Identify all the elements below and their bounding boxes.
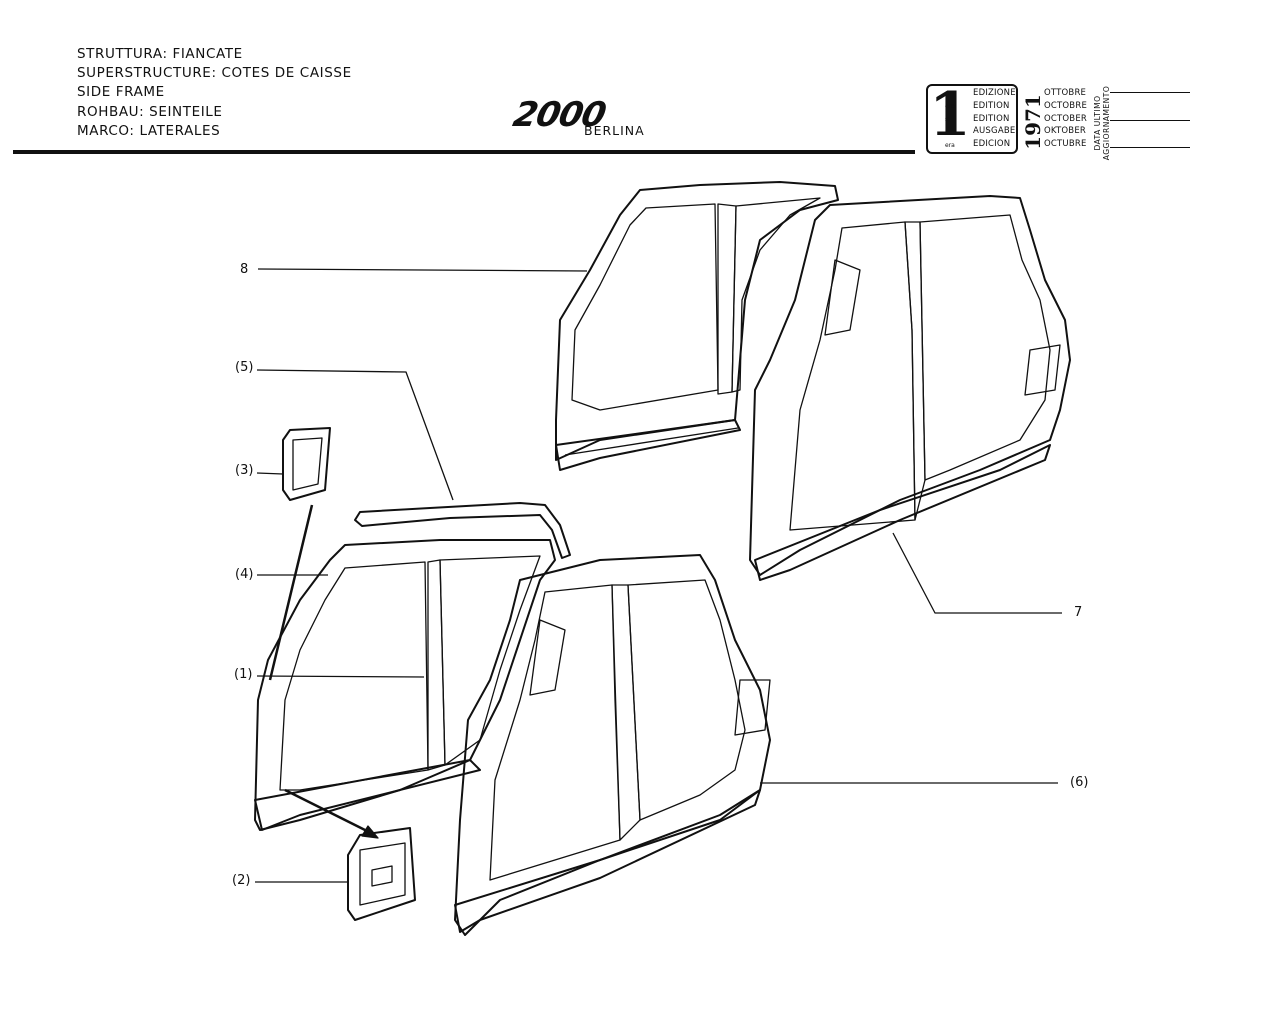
update-line bbox=[1110, 147, 1190, 148]
leader-line-3 bbox=[256, 472, 284, 475]
header-rule bbox=[13, 150, 915, 154]
edition-ordinal: era bbox=[945, 142, 955, 149]
edition-ordinal: . bbox=[945, 129, 947, 136]
leader-line-5 bbox=[256, 369, 454, 501]
leader-line-1 bbox=[256, 675, 425, 678]
model-subtitle: BERLINA bbox=[584, 123, 645, 138]
title-line-es: MARCO: LATERALES bbox=[77, 123, 221, 139]
callout-2: (2) bbox=[232, 873, 251, 888]
edition-month: OCTUBRE bbox=[1044, 139, 1087, 149]
edition-word: EDITION bbox=[973, 114, 1010, 124]
callout-3: (3) bbox=[235, 463, 254, 478]
edition-ordinal: ere bbox=[945, 103, 955, 110]
callout-8: 8 bbox=[240, 262, 249, 277]
edition-word: EDIZIONE bbox=[973, 88, 1016, 98]
edition-ordinal: st bbox=[945, 116, 951, 123]
edition-month: OCTOBRE bbox=[1044, 101, 1088, 111]
edition-word: EDITION bbox=[973, 101, 1010, 111]
title-line-de: ROHBAU: SEINTEILE bbox=[77, 104, 223, 120]
callout-4: (4) bbox=[235, 567, 254, 582]
title-line-fr: SUPERSTRUCTURE: COTES DE CAISSE bbox=[77, 65, 352, 81]
part-8-inner-side-frame bbox=[555, 181, 839, 471]
callout-6: (6) bbox=[1070, 775, 1089, 790]
callout-7: 7 bbox=[1074, 605, 1083, 620]
edition-word: EDICION bbox=[973, 139, 1011, 149]
edition-month: OTTOBRE bbox=[1044, 88, 1087, 98]
title-line-it: STRUTTURA: FIANCATE bbox=[77, 46, 243, 62]
part-7-outer-side-frame bbox=[749, 195, 1071, 581]
part-2-bracket bbox=[347, 827, 416, 921]
edition-word: AUSGABE bbox=[973, 126, 1016, 136]
edition-month: OCTOBER bbox=[1044, 114, 1088, 124]
callout-1: (1) bbox=[234, 667, 253, 682]
edition-number: 1 bbox=[929, 80, 971, 150]
edition-ordinal: a bbox=[945, 90, 949, 97]
title-line-en: SIDE FRAME bbox=[77, 84, 165, 100]
edition-month: OKTOBER bbox=[1044, 126, 1086, 136]
part-6-outer-frame bbox=[454, 554, 771, 936]
leader-line-8 bbox=[257, 268, 588, 272]
update-line bbox=[1110, 92, 1190, 93]
part-4-inner-frame bbox=[254, 539, 556, 839]
leader-line-7 bbox=[892, 532, 1062, 614]
part-3-bracket bbox=[268, 427, 331, 681]
callout-5: (5) bbox=[235, 360, 254, 375]
part-5-roof-rail bbox=[354, 502, 571, 559]
edition-box bbox=[926, 84, 1018, 154]
update-line bbox=[1110, 120, 1190, 121]
